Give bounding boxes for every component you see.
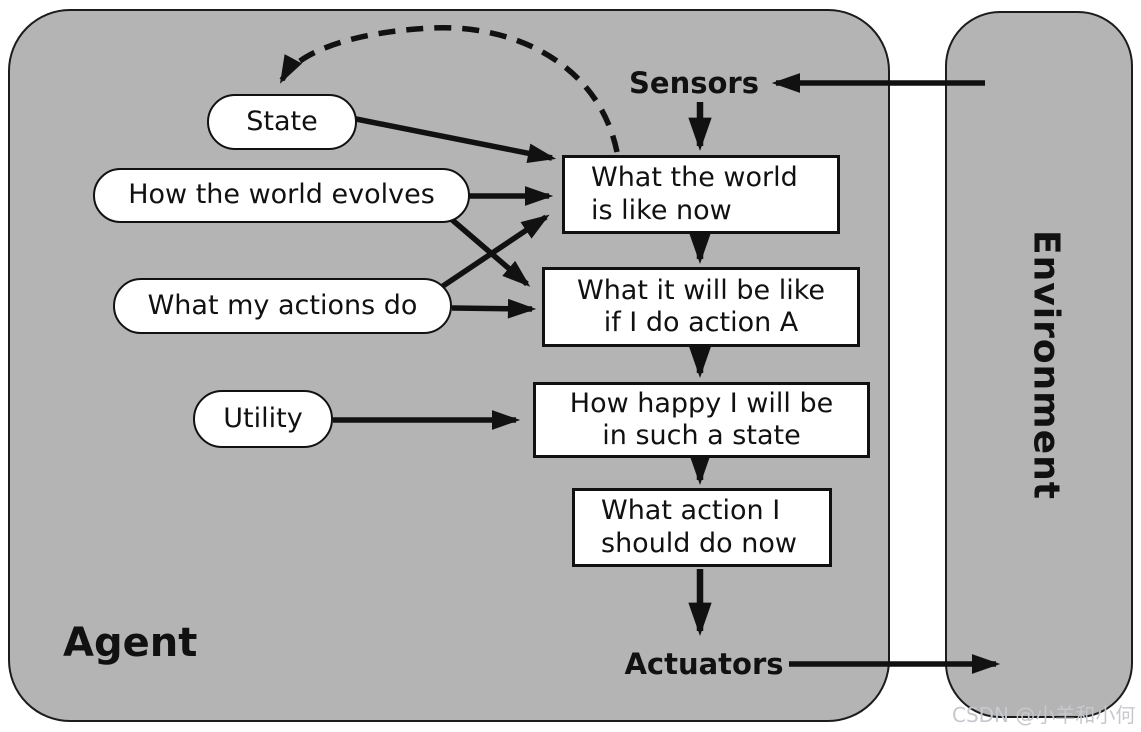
box-line: What the world bbox=[591, 162, 798, 194]
environment-label: Environment bbox=[1025, 230, 1067, 500]
box-line: if I do action A bbox=[603, 307, 799, 338]
watermark: CSDN @小羊和小何 bbox=[952, 703, 1136, 727]
node-what-actions-do-label: What my actions do bbox=[147, 289, 418, 321]
box-line: should do now bbox=[601, 527, 797, 559]
node-how-world-evolves-label: How the world evolves bbox=[128, 179, 435, 211]
node-state: State bbox=[207, 94, 357, 150]
box-line: What action I bbox=[601, 495, 781, 527]
node-state-label: State bbox=[246, 105, 318, 137]
node-utility: Utility bbox=[193, 390, 333, 448]
box-line: How happy I will be bbox=[569, 387, 834, 419]
box-what-action-i-should-do: What action I should do now bbox=[572, 488, 832, 567]
box-how-happy-i-will-be: How happy I will be in such a state bbox=[533, 382, 870, 458]
box-line: in such a state bbox=[602, 420, 801, 451]
box-line: What it will be like bbox=[577, 274, 825, 306]
box-line: is like now bbox=[591, 194, 732, 226]
actuators-label: Actuators bbox=[624, 647, 784, 681]
box-what-world-is-like-now: What the world is like now bbox=[562, 155, 840, 234]
agent-label: Agent bbox=[63, 620, 198, 666]
agent-panel bbox=[8, 9, 890, 722]
node-what-actions-do: What my actions do bbox=[113, 278, 452, 334]
box-what-it-will-be-like: What it will be like if I do action A bbox=[542, 267, 860, 347]
node-how-world-evolves: How the world evolves bbox=[93, 168, 470, 223]
node-utility-label: Utility bbox=[223, 402, 303, 434]
environment-panel bbox=[945, 11, 1133, 718]
sensors-label: Sensors bbox=[629, 66, 759, 100]
